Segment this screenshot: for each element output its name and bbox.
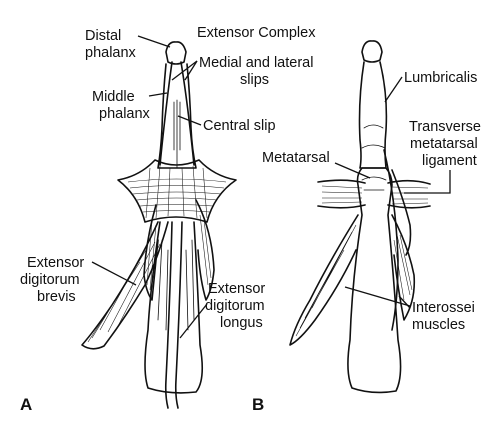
extensor-hood-a: [117, 159, 237, 223]
lateral-bundle-b: [391, 169, 412, 256]
label-slips: Medial and lateral slips: [199, 55, 318, 88]
extensor-longus-tendon-a: [164, 221, 183, 409]
label-interossei-line1: Interossei: [412, 300, 475, 316]
leader-central-slip: [177, 115, 202, 126]
label-extensor-longus: Extensor digitorum longus: [205, 281, 269, 331]
interossei-left-b: [289, 214, 359, 346]
leader-slips-medial: [171, 60, 198, 81]
label-interossei-line2: muscles: [412, 317, 465, 333]
leader-lumbricalis: [384, 76, 403, 103]
leader-extensor-brevis: [91, 261, 137, 286]
label-transverse-line3: ligament: [422, 153, 477, 169]
leader-middle-phalanx: [148, 92, 168, 97]
leader-distal-phalanx: [137, 35, 171, 48]
label-extensor-brevis-line1: Extensor: [27, 255, 84, 271]
label-interossei: Interossei muscles: [412, 300, 479, 333]
leader-interossei-right: [398, 295, 411, 309]
label-transverse-line1: Transverse: [409, 119, 481, 135]
label-extensor-longus-line1: Extensor: [208, 281, 265, 297]
medial-bundle-a: [143, 204, 159, 301]
leader-extensor-longus: [179, 303, 208, 339]
phalanx-joint-b: [361, 124, 386, 149]
metatarsal-a: [144, 221, 204, 394]
panel-a-drawing: [81, 41, 237, 409]
lateral-bundle-a: [195, 199, 215, 301]
leader-metatarsal: [334, 162, 371, 179]
label-extensor-brevis-line3: brevis: [37, 289, 76, 305]
metatarsal-b: [347, 167, 402, 394]
panel-letter-a: A: [20, 395, 32, 414]
label-extensor-longus-line2: digitorum: [205, 298, 265, 314]
interossei-right-b: [391, 214, 416, 321]
leader-slips-lateral: [184, 60, 198, 81]
transverse-ligament-b: [317, 179, 431, 209]
label-middle-phalanx: Middle phalanx: [92, 89, 151, 122]
metatarsal-head-b: [361, 176, 387, 191]
distal-phalanx-b: [361, 40, 383, 63]
label-extensor-brevis-line2: digitorum: [20, 272, 80, 288]
leader-interossei-left: [344, 286, 411, 307]
label-extensor-brevis: Extensor digitorum brevis: [20, 255, 88, 305]
label-extensor-longus-line3: longus: [220, 315, 263, 331]
label-transverse-line2: metatarsal: [410, 136, 478, 152]
interossei-right-fibers-b: [393, 229, 413, 301]
medial-bundle-fibers-a: [146, 219, 157, 291]
label-central-slip: Central slip: [203, 118, 276, 134]
label-metatarsal: Metatarsal: [262, 150, 330, 166]
hood-fibers-a: [127, 165, 227, 219]
distal-phalanx-a: [165, 41, 187, 65]
brevis-fibers-a: [87, 239, 161, 343]
label-middle-phalanx-line1: Middle: [92, 89, 135, 105]
central-slip-a: [173, 99, 181, 169]
label-lumbricalis: Lumbricalis: [404, 70, 477, 86]
label-slips-line1: Medial and lateral: [199, 55, 313, 71]
panel-b-drawing: [289, 40, 431, 394]
label-distal-phalanx-line2: phalanx: [85, 45, 137, 61]
leader-transverse-ligament: [404, 170, 451, 194]
label-transverse-ligament: Transverse metatarsal ligament: [409, 119, 485, 169]
phalanges-b: [358, 61, 388, 169]
metatarsal-shading-a: [157, 239, 195, 331]
interossei-left-fibers-b: [295, 224, 357, 337]
medial-slip-a: [159, 61, 173, 166]
lateral-bundle-fibers-a: [199, 214, 212, 286]
label-middle-phalanx-line2: phalanx: [99, 106, 151, 122]
panel-letter-b: B: [252, 395, 264, 414]
ligament-fibers-b: [321, 185, 429, 205]
label-distal-phalanx-line1: Distal: [85, 28, 121, 44]
label-distal-phalanx: Distal phalanx: [85, 28, 137, 61]
label-slips-line2: slips: [240, 72, 269, 88]
figure-title: Extensor Complex: [197, 25, 316, 41]
